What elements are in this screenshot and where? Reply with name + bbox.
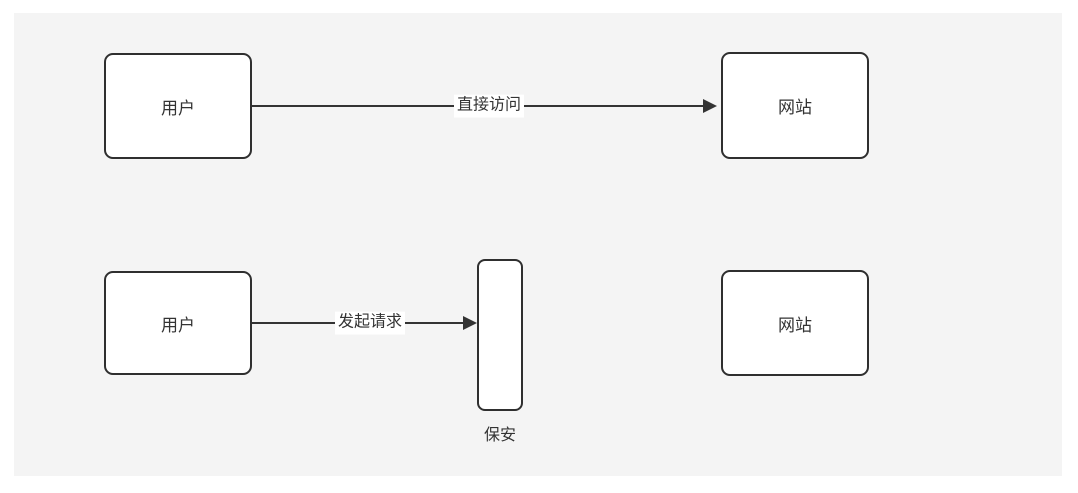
node-guard <box>477 259 523 411</box>
arrowhead-icon <box>463 316 477 330</box>
edge-direct-access-label: 直接访问 <box>453 94 525 118</box>
node-website-top: 网站 <box>721 52 869 159</box>
node-website-bottom: 网站 <box>721 270 869 376</box>
node-guard-label: 保安 <box>483 427 517 444</box>
node-user-top: 用户 <box>104 53 252 159</box>
edge-initiate-request-label: 发起请求 <box>334 311 406 335</box>
node-user-bottom-label: 用户 <box>161 315 195 335</box>
node-website-bottom-label: 网站 <box>778 315 812 335</box>
node-website-top-label: 网站 <box>778 98 812 117</box>
node-user-bottom: 用户 <box>104 271 252 375</box>
arrowhead-icon <box>703 99 717 113</box>
node-user-top-label: 用户 <box>161 98 195 118</box>
